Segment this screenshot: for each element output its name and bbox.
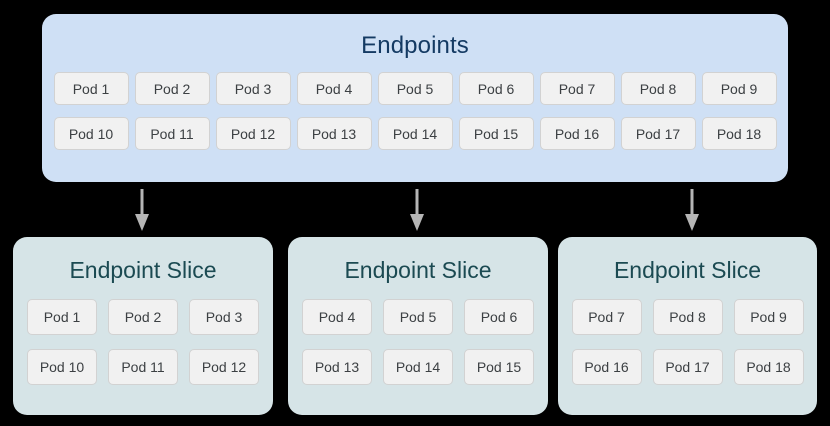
- pod-chip[interactable]: Pod 5: [383, 299, 453, 335]
- pod-chip[interactable]: Pod 18: [733, 349, 804, 385]
- pod-chip[interactable]: Pod 14: [377, 117, 453, 150]
- pod-chip[interactable]: Pod 18: [701, 117, 777, 150]
- pod-chip[interactable]: Pod 3: [189, 299, 259, 335]
- endpoints-title: Endpoints: [361, 32, 469, 59]
- slice-pod-row-2: Pod 16 Pod 17 Pod 18: [558, 349, 817, 385]
- endpoints-container: Endpoints Pod 1 Pod 2 Pod 3 Pod 4 Pod 5 …: [42, 14, 788, 182]
- pod-chip[interactable]: Pod 3: [215, 72, 291, 105]
- slice-pod-row-2: Pod 13 Pod 14 Pod 15: [288, 349, 548, 385]
- pod-chip[interactable]: Pod 14: [383, 349, 453, 385]
- pod-chip[interactable]: Pod 15: [458, 117, 534, 150]
- pod-chip[interactable]: Pod 7: [539, 72, 615, 105]
- endpoints-pod-row-2: Pod 10 Pod 11 Pod 12 Pod 13 Pod 14 Pod 1…: [42, 117, 788, 150]
- pod-chip[interactable]: Pod 10: [27, 349, 97, 385]
- slice-pod-row-2: Pod 10 Pod 11 Pod 12: [13, 349, 273, 385]
- slice-pod-row-1: Pod 7 Pod 8 Pod 9: [558, 299, 817, 335]
- pod-chip[interactable]: Pod 15: [464, 349, 534, 385]
- arrow-down-icon: [683, 189, 701, 231]
- endpoints-pod-row-1: Pod 1 Pod 2 Pod 3 Pod 4 Pod 5 Pod 6 Pod …: [42, 72, 788, 105]
- pod-chip[interactable]: Pod 6: [464, 299, 534, 335]
- arrow-down-icon: [408, 189, 426, 231]
- pod-chip[interactable]: Pod 12: [189, 349, 259, 385]
- pod-chip[interactable]: Pod 8: [620, 72, 696, 105]
- endpoint-slice-container: Endpoint Slice Pod 4 Pod 5 Pod 6 Pod 13 …: [288, 237, 548, 415]
- pod-chip[interactable]: Pod 12: [215, 117, 291, 150]
- pod-chip[interactable]: Pod 2: [108, 299, 178, 335]
- pod-chip[interactable]: Pod 6: [458, 72, 534, 105]
- pod-chip[interactable]: Pod 2: [134, 72, 210, 105]
- pod-chip[interactable]: Pod 11: [134, 117, 210, 150]
- arrow-down-icon: [133, 189, 151, 231]
- pod-chip[interactable]: Pod 17: [620, 117, 696, 150]
- pod-chip[interactable]: Pod 9: [701, 72, 777, 105]
- pod-chip[interactable]: Pod 16: [571, 349, 642, 385]
- pod-chip[interactable]: Pod 13: [302, 349, 372, 385]
- pod-chip[interactable]: Pod 5: [377, 72, 453, 105]
- pod-chip[interactable]: Pod 7: [571, 299, 642, 335]
- pod-chip[interactable]: Pod 1: [27, 299, 97, 335]
- pod-chip[interactable]: Pod 13: [296, 117, 372, 150]
- endpoint-slice-container: Endpoint Slice Pod 1 Pod 2 Pod 3 Pod 10 …: [13, 237, 273, 415]
- pod-chip[interactable]: Pod 16: [539, 117, 615, 150]
- pod-chip[interactable]: Pod 17: [652, 349, 723, 385]
- slice-pod-row-1: Pod 1 Pod 2 Pod 3: [13, 299, 273, 335]
- pod-chip[interactable]: Pod 1: [53, 72, 129, 105]
- endpoint-slice-title: Endpoint Slice: [613, 257, 762, 283]
- endpoint-slice-title: Endpoint Slice: [69, 257, 217, 283]
- pod-chip[interactable]: Pod 8: [652, 299, 723, 335]
- slice-pod-row-1: Pod 4 Pod 5 Pod 6: [288, 299, 548, 335]
- pod-chip[interactable]: Pod 4: [296, 72, 372, 105]
- pod-chip[interactable]: Pod 9: [733, 299, 804, 335]
- endpoint-slice-title: Endpoint Slice: [344, 257, 492, 283]
- pod-chip[interactable]: Pod 11: [108, 349, 178, 385]
- pod-chip[interactable]: Pod 4: [302, 299, 372, 335]
- pod-chip[interactable]: Pod 10: [53, 117, 129, 150]
- endpoint-slice-container: Endpoint Slice Pod 7 Pod 8 Pod 9 Pod 16 …: [558, 237, 817, 415]
